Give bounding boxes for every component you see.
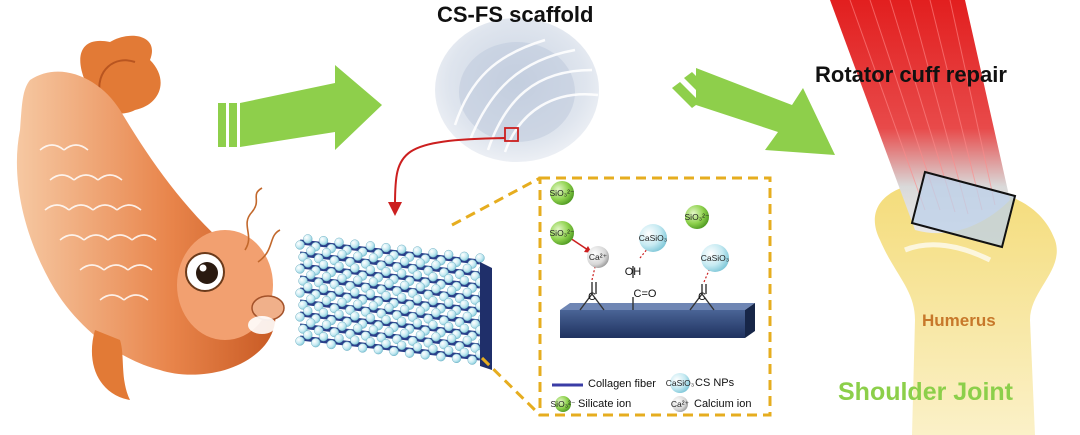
ion-silicate-1 [550, 181, 574, 205]
flow-arrow-2 [672, 68, 835, 155]
label-cs-fs-scaffold: CS-FS scaffold [437, 2, 594, 27]
cs-fs-scaffold-illustration [388, 18, 599, 216]
cs-nanoparticle-2 [701, 244, 729, 272]
ion-silicate-3 [550, 221, 574, 245]
label-shoulder-joint: Shoulder Joint [838, 378, 1013, 406]
label-carbonyl-right: C [698, 291, 706, 303]
legend-silicate-ion: Silicate ion [578, 398, 632, 410]
label-silicate-1: SiO₃²⁻ [550, 188, 575, 198]
legend-silicate-glyph-label: SiO₃²⁻ [551, 399, 576, 409]
zoom-connector-lines [451, 176, 542, 417]
koi-fish-illustration [16, 35, 285, 400]
label-casio-1: CaSiO₃ [639, 233, 668, 243]
label-silicate-3: SiO₃²⁻ [550, 228, 575, 238]
legend-glyphs [552, 373, 690, 412]
ion-silicate-2 [685, 205, 709, 229]
flow-arrow-1 [218, 65, 382, 150]
label-casio-2: CaSiO₃ [701, 253, 730, 263]
label-carbonyl-left: C [588, 291, 596, 303]
label-rotator-cuff-repair: Rotator cuff repair [815, 62, 1007, 87]
legend-calcium-ion: Calcium ion [694, 398, 752, 410]
label-carbonyl-mid: C=O [634, 288, 657, 300]
chemistry-inset-panel [538, 176, 772, 417]
cs-nanoparticle-1 [639, 224, 667, 252]
legend-collagen-fiber: Collagen fiber [588, 378, 656, 390]
label-calcium-1: Ca²⁺ [589, 252, 608, 262]
shoulder-joint-illustration [830, 0, 1057, 435]
label-oh: OH [625, 266, 642, 278]
collagen-fiber-bundle [295, 234, 492, 370]
legend-calcium-glyph-label: Ca²⁺ [671, 399, 690, 409]
label-humerus: Humerus [922, 311, 996, 330]
legend-cs-glyph-label: CaSiO₃ [666, 378, 695, 388]
label-silicate-2: SiO₃²⁻ [685, 212, 710, 222]
ion-calcium-1 [587, 246, 609, 268]
legend-cs-nps: CS NPs [695, 377, 735, 389]
